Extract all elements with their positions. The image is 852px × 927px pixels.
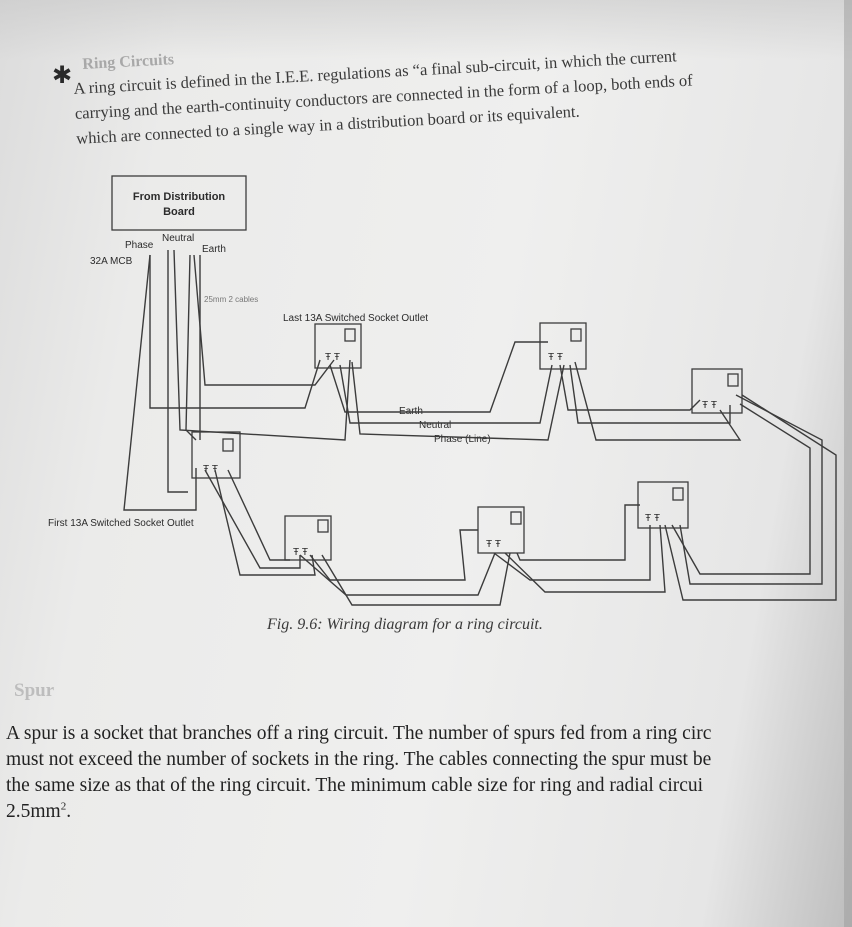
- ring-cables-lower: [204, 469, 666, 606]
- cable-size-label: 25mm 2 cables: [204, 295, 258, 304]
- first-socket-label: First 13A Switched Socket Outlet: [48, 518, 194, 529]
- spur-line: A spur is a socket that branches off a r…: [6, 723, 712, 744]
- ring-phase-label: Phase (Line): [434, 434, 491, 445]
- socket-first: Ŧ Ŧ: [191, 431, 241, 479]
- svg-text:Ŧ Ŧ: Ŧ Ŧ: [645, 513, 660, 524]
- socket: Ŧ Ŧ: [477, 506, 525, 554]
- board-label: From Distribution: [133, 191, 226, 203]
- svg-text:Ŧ Ŧ: Ŧ Ŧ: [293, 547, 308, 558]
- cable-size-exponent: 2: [60, 800, 67, 813]
- cable-size-value: 2.5mm: [6, 801, 61, 822]
- svg-text:Ŧ Ŧ: Ŧ Ŧ: [486, 539, 501, 550]
- spur-line: must not exceed the number of sockets in…: [6, 749, 712, 770]
- star-mark-icon: ✱: [52, 61, 73, 89]
- svg-text:Ŧ Ŧ: Ŧ Ŧ: [203, 464, 218, 475]
- svg-text:Ŧ Ŧ: Ŧ Ŧ: [548, 352, 563, 363]
- earth-label: Earth: [202, 244, 226, 255]
- svg-text:Ŧ Ŧ: Ŧ Ŧ: [325, 352, 340, 363]
- line-end: .: [66, 801, 72, 822]
- spur-line: the same size as that of the ring circui…: [6, 775, 704, 796]
- socket: Ŧ Ŧ: [539, 322, 587, 370]
- ring-cables-upper: [329, 341, 837, 601]
- neutral-label: Neutral: [162, 233, 194, 244]
- feed-cables: [123, 249, 351, 511]
- distribution-board: [111, 175, 247, 231]
- page-shadow: [0, 0, 852, 60]
- spur-paragraph: A spur is a socket that branches off a r…: [6, 721, 846, 825]
- mcb-label: 32A MCB: [90, 256, 133, 267]
- spur-heading: Spur: [14, 680, 55, 701]
- socket: Ŧ Ŧ: [284, 515, 332, 561]
- page-edge: [844, 0, 852, 927]
- svg-text:Ŧ Ŧ: Ŧ Ŧ: [702, 400, 717, 411]
- last-socket-label: Last 13A Switched Socket Outlet: [283, 313, 428, 324]
- ring-neutral-label: Neutral: [419, 420, 451, 431]
- board-label: Board: [163, 206, 195, 218]
- figure-caption: Fig. 9.6: Wiring diagram for a ring circ…: [267, 616, 543, 633]
- socket-last: Ŧ Ŧ: [314, 323, 362, 369]
- phase-label: Phase: [125, 240, 154, 251]
- spur-line: 2.5mm2.: [6, 799, 846, 825]
- socket: Ŧ Ŧ: [691, 368, 743, 414]
- socket: Ŧ Ŧ: [637, 481, 689, 529]
